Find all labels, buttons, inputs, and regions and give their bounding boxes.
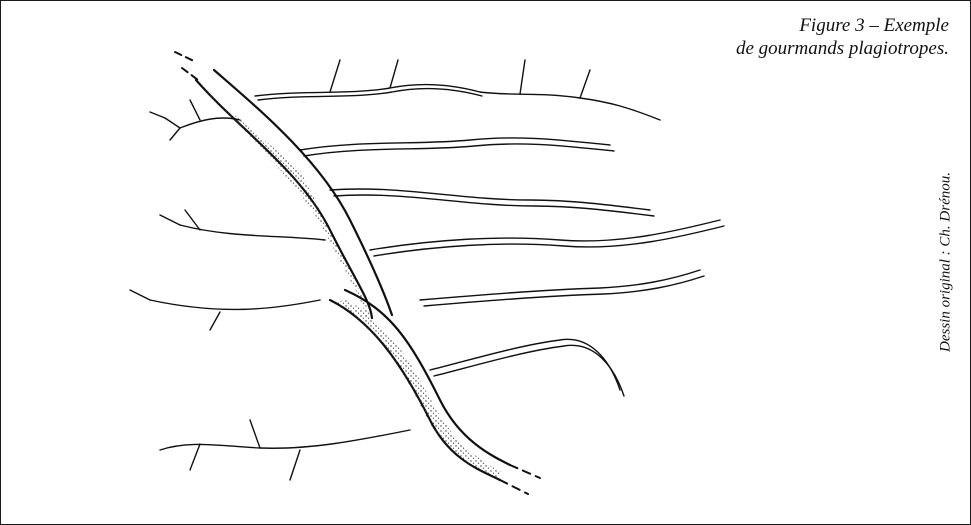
caption-line-1: Figure 3 – Exemple xyxy=(736,14,949,37)
branch-left-middle xyxy=(130,210,325,330)
caption-line-2: de gourmands plagiotropes. xyxy=(736,37,949,60)
branch-lower-left xyxy=(160,420,410,480)
branch-upper-left xyxy=(150,100,240,140)
main-trunk xyxy=(175,52,392,318)
branch-upper-right xyxy=(255,60,660,120)
second-trunk xyxy=(330,290,540,494)
branch-lower-right xyxy=(420,270,704,396)
drawing-credit: Dessin original : Ch. Drénou. xyxy=(938,172,955,352)
branch-middle xyxy=(300,138,724,256)
figure-caption: Figure 3 – Exemple de gourmands plagiotr… xyxy=(736,14,949,60)
